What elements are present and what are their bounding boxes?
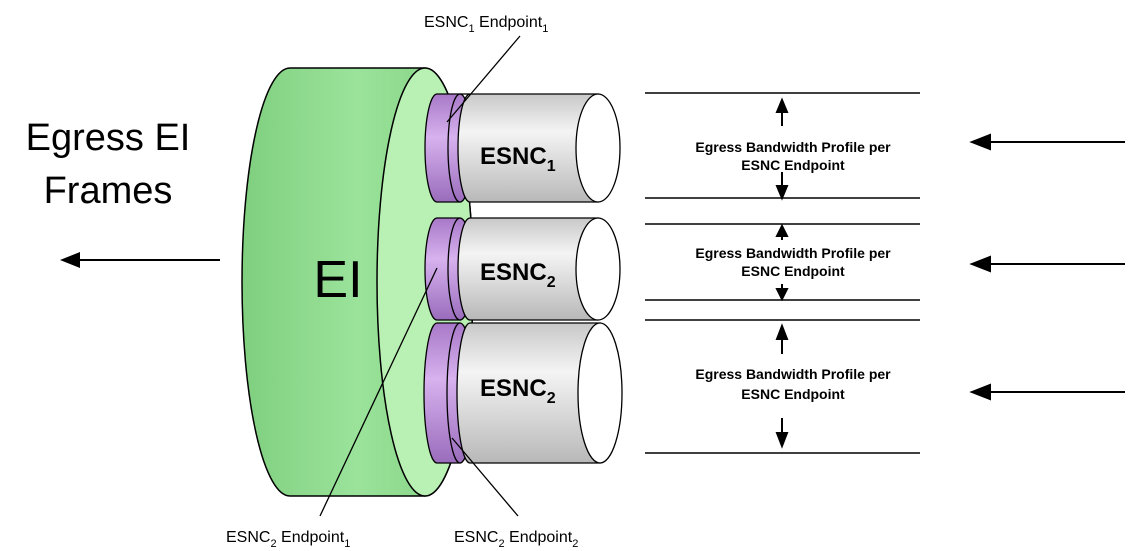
esnc-cylinder-2 (424, 217, 621, 321)
esnc-label-2: ESNC2 (480, 259, 556, 291)
callout-top: ESNC1 Endpoint1 (424, 14, 548, 35)
esnc-label-1: ESNC1 (480, 143, 556, 175)
callout-bottom-left: ESNC2 Endpoint1 (226, 529, 350, 550)
profile-3-line1: Egress Bandwidth Profile per (695, 366, 891, 382)
callout-line-bottom-left (319, 267, 438, 517)
ei-label: EI (313, 251, 362, 309)
profile-2-line2: ESNC Endpoint (741, 263, 845, 279)
esnc-cylinder-3 (423, 322, 623, 464)
profile-1-line1: Egress Bandwidth Profile per (695, 139, 891, 155)
profile-1-line2: ESNC Endpoint (741, 157, 845, 173)
profile-2-line1: Egress Bandwidth Profile per (695, 245, 891, 261)
profile-arrows (775, 97, 789, 449)
ingress-arrows (969, 133, 1125, 401)
egress-frames-label-line1: Egress EI (26, 117, 191, 159)
esnc-label-3: ESNC2 (480, 375, 556, 407)
esnc-cylinder-1 (424, 93, 621, 203)
callout-line-top (446, 35, 521, 123)
callout-line-bottom-right (451, 437, 519, 517)
profile-3-line2: ESNC Endpoint (741, 386, 845, 402)
egress-arrow (60, 252, 220, 268)
egress-frames-label-line2: Frames (44, 170, 173, 212)
callout-bottom-right: ESNC2 Endpoint2 (454, 529, 578, 550)
